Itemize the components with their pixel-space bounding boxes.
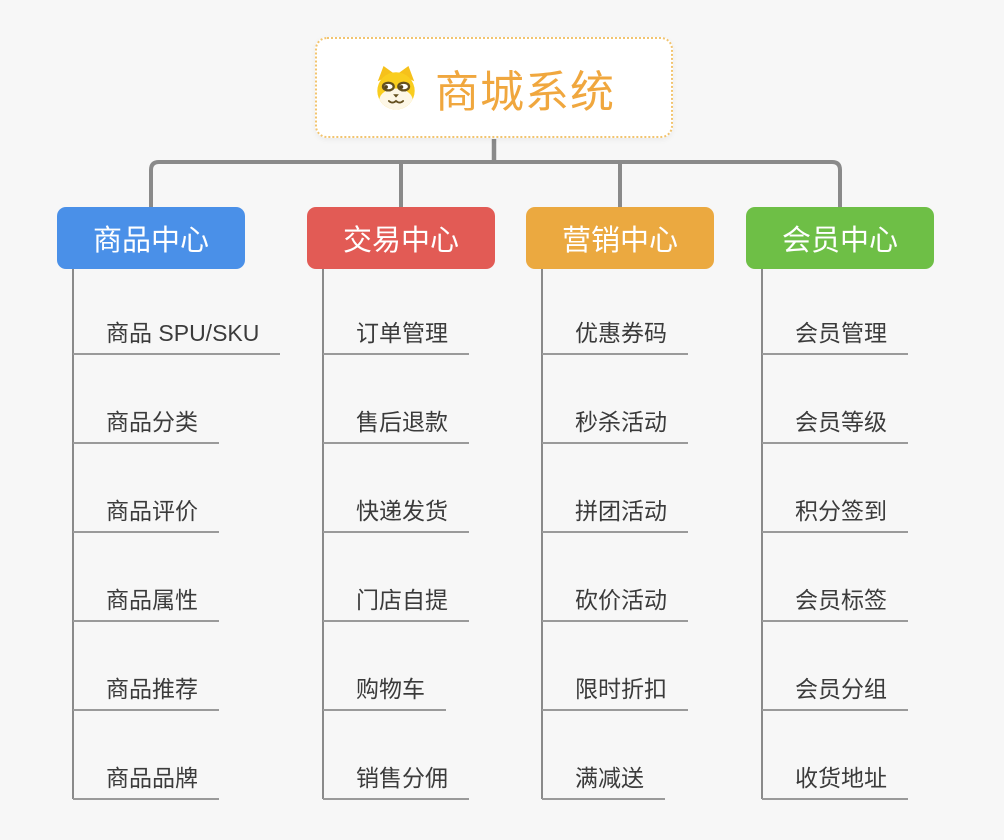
child-topic[interactable]: 会员管理: [762, 317, 908, 355]
child-topic[interactable]: 秒杀活动: [542, 406, 688, 444]
child-topic[interactable]: 积分签到: [762, 495, 908, 533]
doge-dog-icon: [373, 65, 419, 111]
branch-topic[interactable]: 营销中心: [526, 207, 714, 269]
child-topic[interactable]: 售后退款: [323, 406, 469, 444]
child-topic[interactable]: 会员标签: [762, 584, 908, 622]
child-topic[interactable]: 会员等级: [762, 406, 908, 444]
branch-topic[interactable]: 会员中心: [746, 207, 934, 269]
child-topic[interactable]: 商品 SPU/SKU: [73, 317, 281, 355]
child-topic[interactable]: 快递发货: [323, 495, 469, 533]
child-topic[interactable]: 门店自提: [323, 584, 469, 622]
child-topic[interactable]: 商品评价: [73, 495, 219, 533]
child-topic[interactable]: 商品推荐: [73, 673, 219, 711]
root-topic[interactable]: 商城系统: [315, 37, 673, 138]
child-topic[interactable]: 商品分类: [73, 406, 219, 444]
branch-topic[interactable]: 商品中心: [57, 207, 245, 269]
child-topic[interactable]: 砍价活动: [542, 584, 688, 622]
child-topic[interactable]: 订单管理: [323, 317, 469, 355]
branch-topic-label: 商品中心: [92, 225, 209, 257]
child-topic[interactable]: 收货地址: [762, 762, 908, 800]
child-topic[interactable]: 拼团活动: [542, 495, 688, 533]
child-topic[interactable]: 商品属性: [73, 584, 219, 622]
child-topic[interactable]: 会员分组: [762, 673, 908, 711]
branch-topic-label: 营销中心: [561, 225, 678, 257]
child-topic[interactable]: 优惠券码: [542, 317, 688, 355]
branch-topic-label: 会员中心: [781, 225, 898, 257]
branch-topic[interactable]: 交易中心: [307, 207, 495, 269]
root-topic-title: 商城系统: [435, 67, 615, 117]
child-topic[interactable]: 销售分佣: [323, 762, 469, 800]
child-topic[interactable]: 满减送: [542, 762, 665, 800]
branch-topic-label: 交易中心: [342, 225, 459, 257]
child-topic[interactable]: 购物车: [323, 673, 446, 711]
child-topic[interactable]: 商品品牌: [73, 762, 219, 800]
child-topic[interactable]: 限时折扣: [542, 673, 688, 711]
